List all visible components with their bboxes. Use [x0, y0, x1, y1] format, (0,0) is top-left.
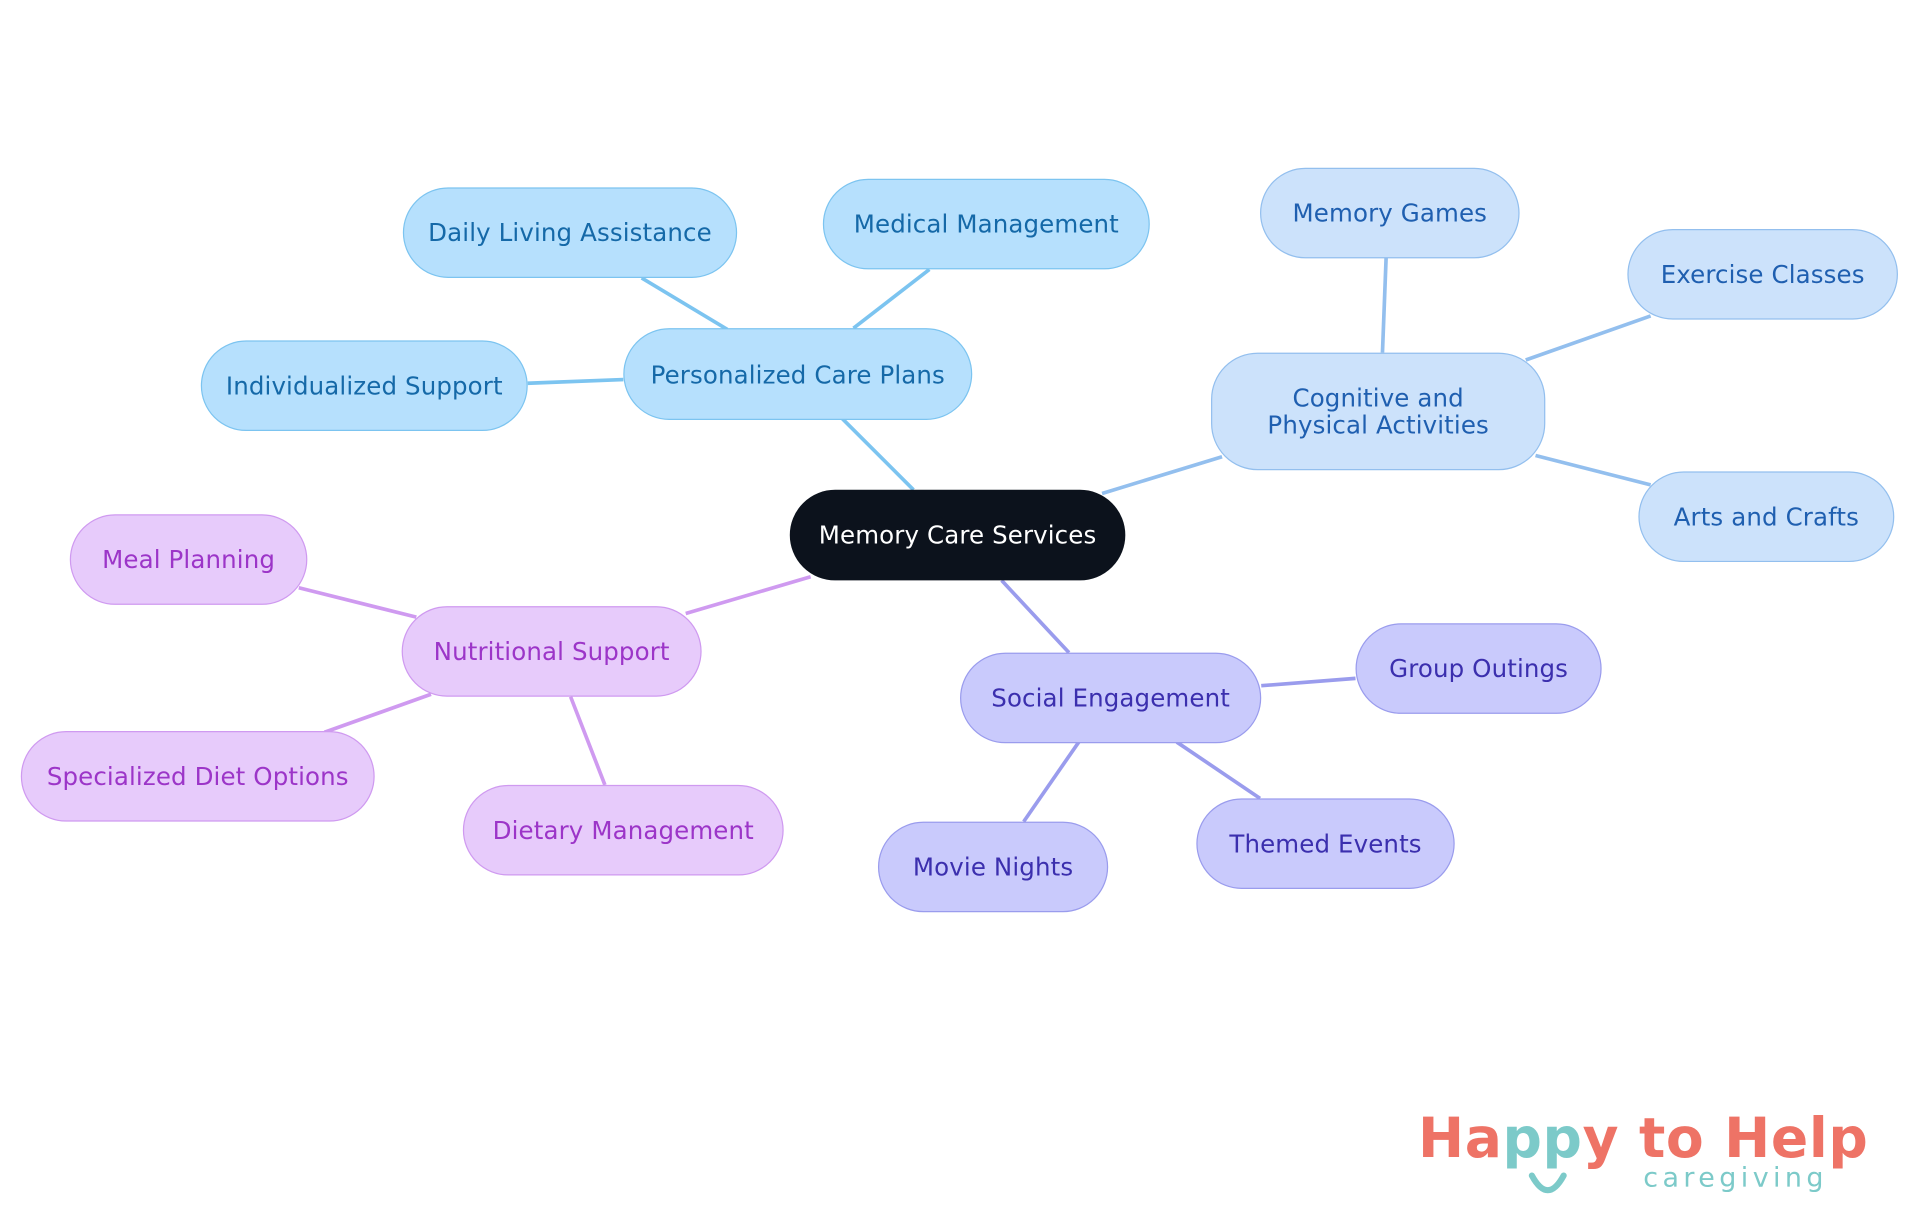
edge-root-social [1000, 579, 1071, 654]
node-label: Daily Living Assistance [428, 217, 712, 248]
node-root: Memory Care Services [789, 489, 1126, 581]
node-personalized-care-plans: Personalized Care Plans [623, 328, 973, 421]
node-label: Exercise Classes [1660, 259, 1865, 289]
node-label: Nutritional Support [433, 636, 670, 667]
node-label: Individualized Support [225, 371, 503, 401]
edge-root-cog [1101, 454, 1223, 496]
node-label: Movie Nights [912, 852, 1074, 882]
edge-care-individual [527, 377, 624, 386]
edge-care-medical [852, 267, 931, 330]
edge-cog-arts [1535, 453, 1652, 487]
node-label: Memory Games [1292, 198, 1488, 228]
node-movie-nights: Movie Nights [877, 821, 1109, 913]
node-label: Themed Events [1229, 828, 1422, 859]
node-root-label: Memory Care Services [818, 520, 1097, 550]
edge-cog-exercise [1525, 314, 1652, 362]
node-memory-games: Memory Games [1260, 167, 1520, 259]
logo-tagline: caregiving [1643, 1163, 1828, 1194]
brand-logo: Happy to Help caregiving [1414, 1104, 1892, 1202]
edge-nutri-diet [323, 692, 432, 734]
edge-root-nutri [685, 574, 812, 616]
node-group-outings: Group Outings [1355, 623, 1602, 714]
node-daily-living-assistance: Daily Living Assistance [402, 187, 738, 278]
node-label: Medical Management [853, 209, 1119, 239]
node-label: Group Outings [1389, 653, 1569, 684]
edge-social-movie [1022, 741, 1081, 823]
edge-nutri-dietary [568, 696, 607, 786]
edge-cog-memory [1380, 257, 1388, 353]
logo-part2: pp [1502, 1105, 1583, 1171]
smile-icon [1528, 1172, 1567, 1194]
node-arts-and-crafts: Arts and Crafts [1638, 471, 1895, 563]
node-label: Cognitive and Physical Activities [1267, 383, 1489, 440]
node-dietary-management: Dietary Management [462, 784, 784, 876]
node-specialized-diet-options: Specialized Diet Options [20, 731, 375, 822]
node-nutritional-support: Nutritional Support [401, 606, 702, 697]
edge-care-daily [640, 276, 729, 331]
node-exercise-classes: Exercise Classes [1627, 228, 1898, 320]
edge-nutri-meal [298, 585, 417, 619]
node-cognitive-and-physical-activities: Cognitive and Physical Activities [1211, 352, 1546, 471]
edge-social-themed [1175, 740, 1262, 800]
logo-part3: y to Help [1582, 1105, 1869, 1171]
node-themed-events: Themed Events [1196, 798, 1455, 889]
node-social-engagement: Social Engagement [960, 652, 1262, 744]
node-medical-management: Medical Management [822, 178, 1150, 270]
node-label: Dietary Management [492, 815, 754, 845]
edge-root-care [841, 417, 915, 492]
node-label: Meal Planning [102, 544, 276, 575]
node-label: Social Engagement [991, 683, 1230, 713]
logo-part1: Ha [1417, 1105, 1503, 1171]
node-meal-planning: Meal Planning [69, 514, 308, 605]
node-label: Specialized Diet Options [46, 761, 349, 792]
logo-wordmark: Happy to Help [1417, 1105, 1869, 1171]
edge-social-outings [1261, 676, 1356, 688]
node-individualized-support: Individualized Support [200, 340, 528, 432]
node-label: Arts and Crafts [1673, 502, 1860, 532]
node-label: Personalized Care Plans [650, 359, 945, 389]
